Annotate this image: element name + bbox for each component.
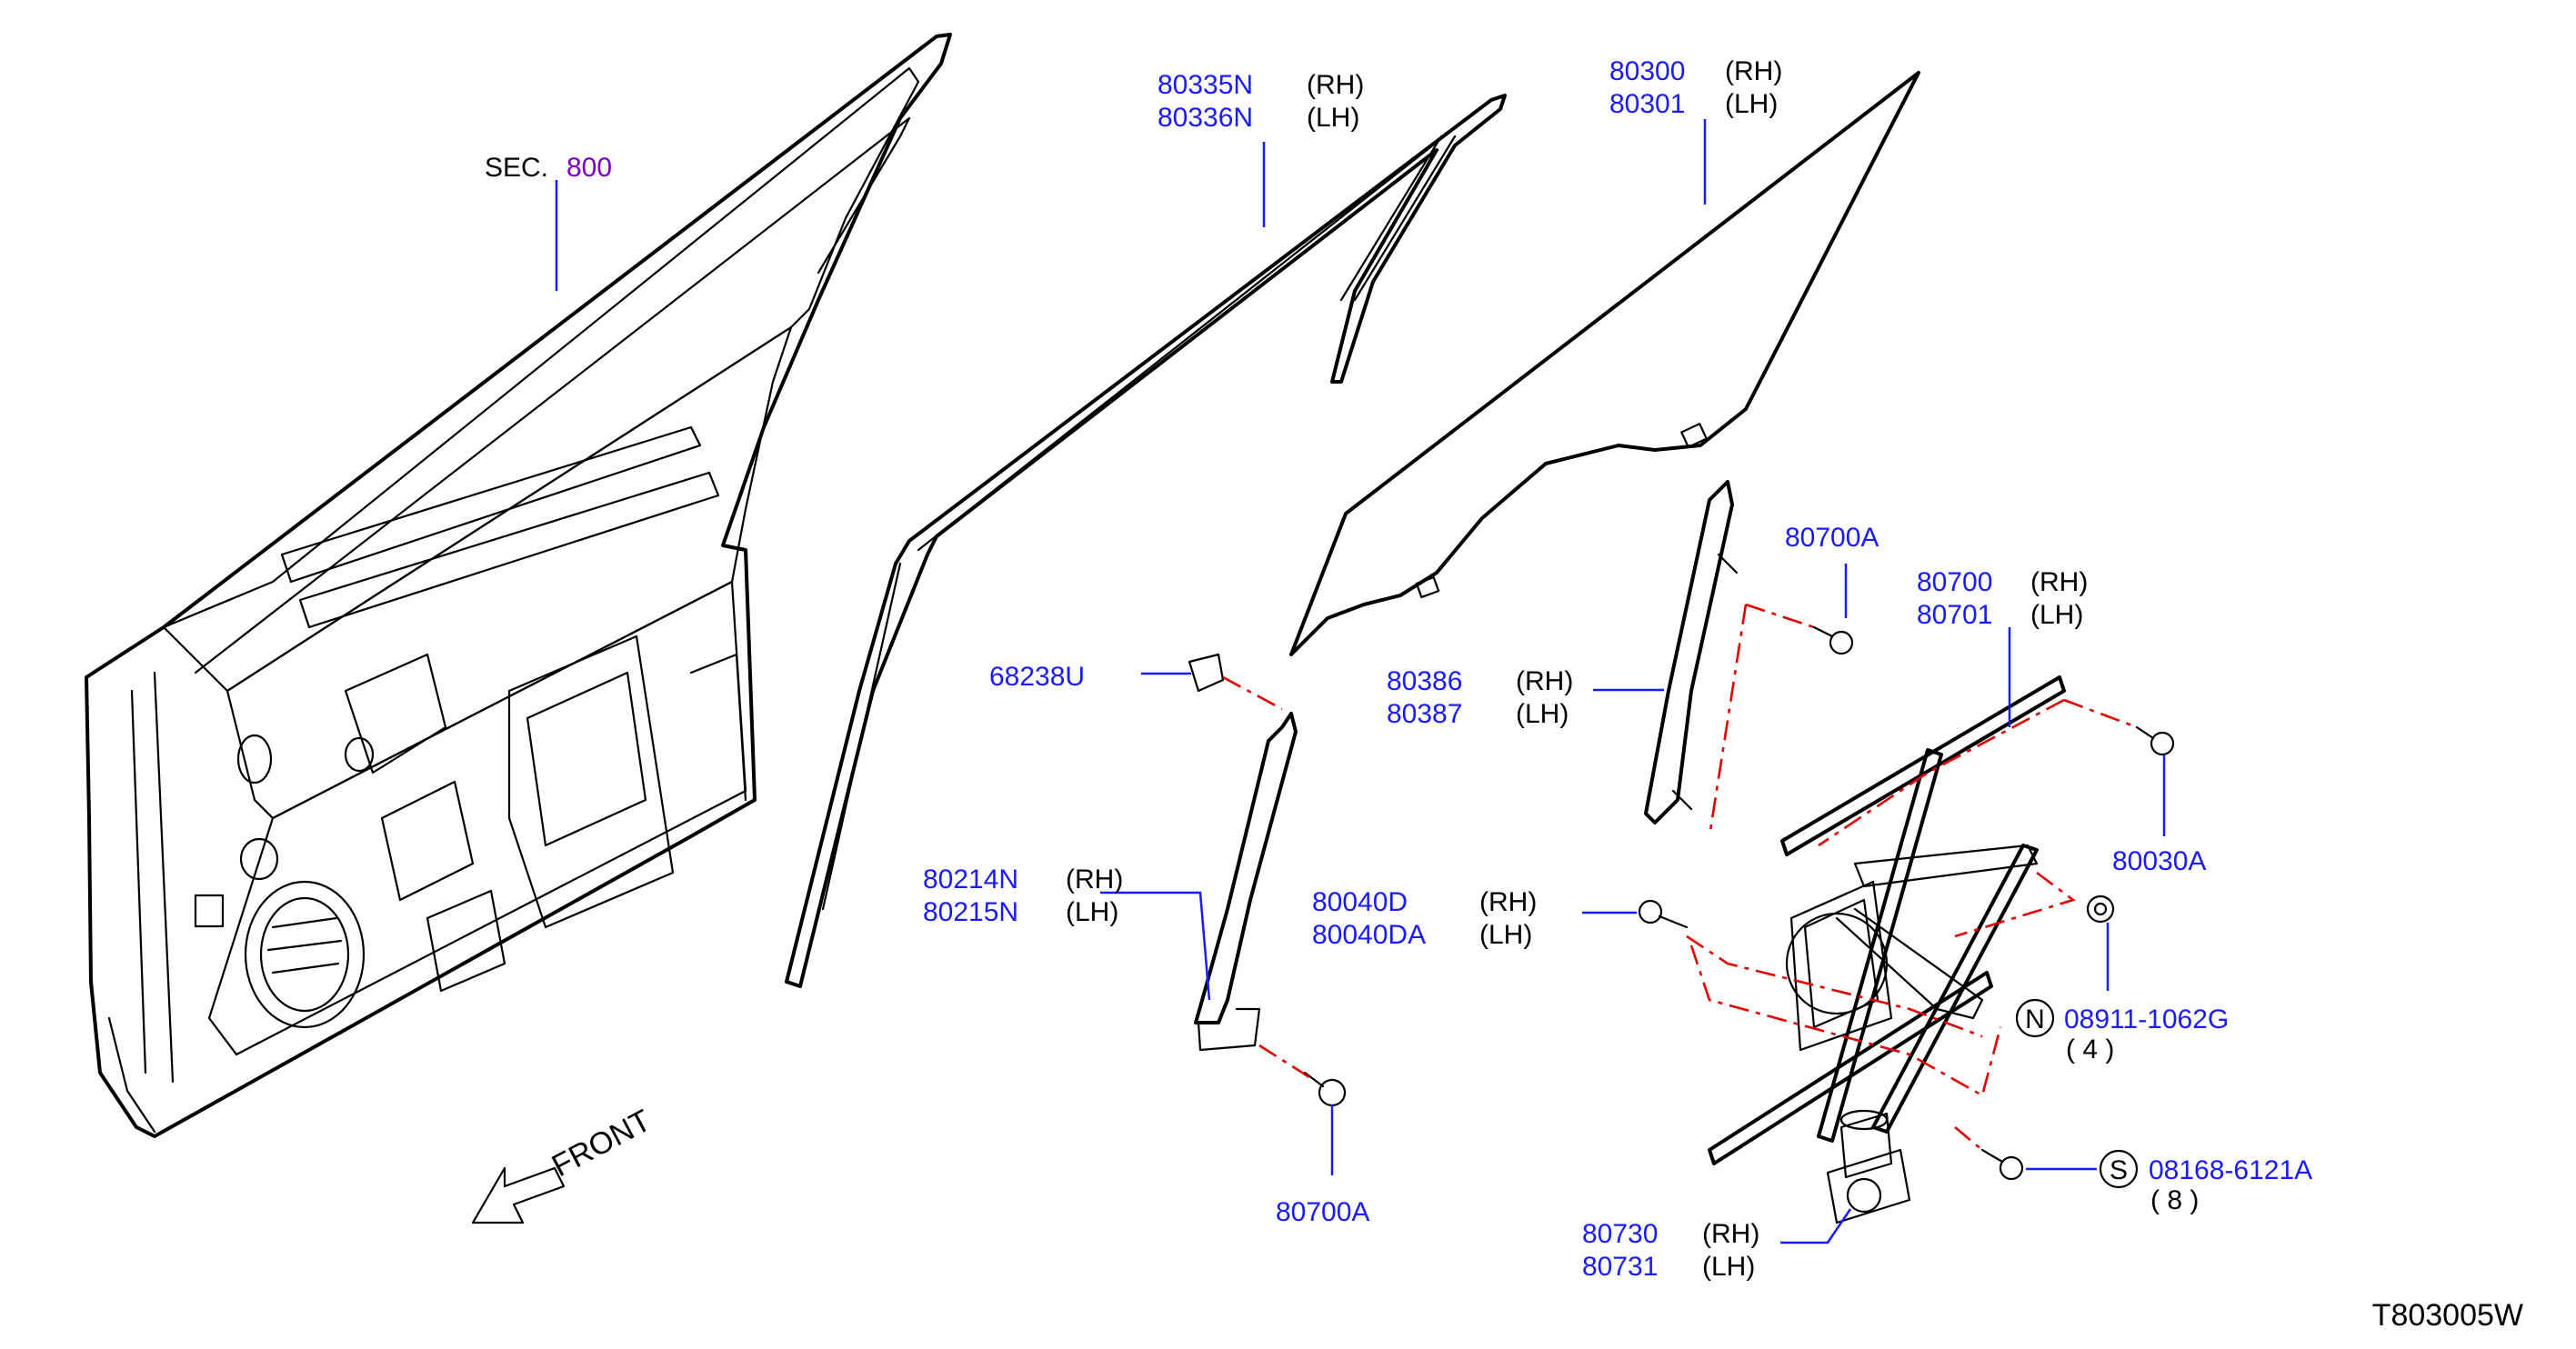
callout-part: 80300 — [1609, 56, 1685, 86]
section-prefix: SEC. — [485, 153, 548, 183]
callout-side: (RH) — [1516, 666, 1573, 696]
callout-part: 80730 — [1582, 1219, 1658, 1249]
callout-part: 80301 — [1609, 89, 1685, 119]
assembly-lines — [1222, 603, 2138, 1151]
fastener-symbol: N — [2025, 1004, 2045, 1034]
callout-part: 80336N — [1158, 103, 1253, 133]
callout-part: 80386 — [1387, 666, 1462, 696]
callout-part: 80040D — [1312, 887, 1408, 917]
callout-side: (LH) — [2030, 600, 2083, 630]
callout-part: 80215N — [923, 897, 1018, 927]
bolt-80700A-lower — [1303, 1071, 1347, 1107]
nut-08911 — [2086, 894, 2115, 924]
callout-side: (LH) — [1702, 1252, 1755, 1282]
callout-part: 80700A — [1785, 523, 1879, 553]
callout-side: (LH) — [1066, 897, 1118, 927]
callout-side: (RH) — [2030, 567, 2088, 597]
fastener-part: 08168-6121A — [2149, 1155, 2312, 1185]
callout-side: (RH) — [1702, 1219, 1759, 1249]
symbol-circle-icon — [2015, 998, 2055, 1038]
fastener-symbol: S — [2110, 1155, 2128, 1185]
regulator-motor — [1826, 1109, 1911, 1224]
callout-part: 80700 — [1917, 567, 1992, 597]
bolt-80030A — [2135, 725, 2175, 756]
callout-side: (RH) — [1307, 70, 1364, 100]
fastener-callout-N: N 08911-1062G ( 4 ) — [2015, 998, 2229, 1064]
drawing-code: T803005W — [2372, 1298, 2523, 1333]
callout-part: 80387 — [1387, 699, 1462, 729]
bolt-80700A-upper — [1812, 625, 1854, 655]
callout-side: (LH) — [1516, 699, 1569, 729]
callout-part: 80040DA — [1312, 920, 1426, 950]
sash-moulding — [785, 94, 1507, 988]
callout-side: (LH) — [1725, 89, 1778, 119]
leader-lines — [555, 119, 2166, 1244]
symbol-circle-icon — [2099, 1149, 2139, 1189]
bolt-80040D — [1638, 899, 1689, 929]
front-label: FRONT — [546, 1104, 657, 1184]
clip-68238U — [1188, 653, 1225, 693]
window-regulator — [1708, 675, 2066, 1165]
callout-side: (RH) — [1725, 56, 1782, 86]
callout-part: 80700A — [1276, 1197, 1369, 1227]
callout-side: (RH) — [1479, 887, 1537, 917]
front-arrow: FRONT — [471, 1104, 657, 1224]
callout-part: 80335N — [1158, 70, 1253, 100]
fastener-qty: ( 8 ) — [2150, 1185, 2199, 1215]
section-number: 800 — [566, 153, 612, 183]
door-glass — [1289, 71, 1920, 656]
rear-sash — [1644, 480, 1739, 824]
callout-side: (LH) — [1307, 103, 1359, 133]
callout-part: 80731 — [1582, 1252, 1658, 1282]
callout-side: (LH) — [1479, 920, 1532, 950]
callout-side: (RH) — [1066, 864, 1123, 894]
bolt-08168 — [1980, 1148, 2024, 1181]
fastener-qty: ( 4 ) — [2066, 1034, 2114, 1064]
callout-part: 68238U — [989, 662, 1085, 692]
callout-part: 80214N — [923, 864, 1018, 894]
fastener-part: 08911-1062G — [2064, 1004, 2229, 1034]
fastener-callout-S: S 08168-6121A ( 8 ) — [2099, 1149, 2312, 1215]
callout-part: 80701 — [1917, 600, 1992, 630]
front-sash — [1194, 712, 1298, 1052]
callout-part: 80030A — [2112, 846, 2206, 876]
door-panel — [85, 33, 952, 1138]
